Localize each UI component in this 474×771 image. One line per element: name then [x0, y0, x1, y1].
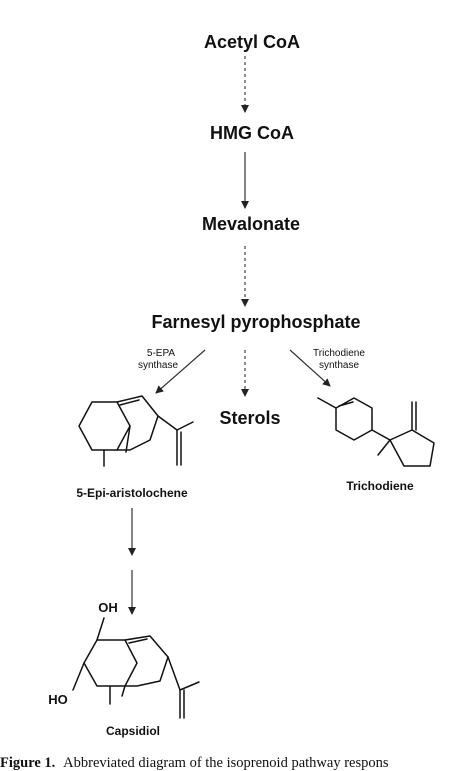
trichodiene-structure	[317, 397, 435, 467]
arrow-farnesyl-to-trichodiene	[289, 349, 331, 387]
farnesyl-pp-label: Farnesyl pyrophosphate	[151, 312, 360, 332]
capsidiol-structure	[72, 617, 200, 719]
ho-atom-label: HO	[48, 692, 68, 707]
epi-aristolochene-structure	[78, 395, 194, 467]
trichodiene-synthase-label-line2: synthase	[319, 360, 359, 371]
oh-atom-label: OH	[98, 600, 118, 615]
figure-caption: Figure 1. Abbreviated diagram of the iso…	[0, 755, 389, 771]
acetyl-coa-label: Acetyl CoA	[204, 32, 300, 52]
trichodiene-label: Trichodiene	[346, 479, 414, 493]
capsidiol-label: Capsidiol	[106, 724, 160, 738]
sterols-label: Sterols	[219, 408, 280, 428]
hmg-coa-label: HMG CoA	[210, 123, 294, 143]
epa-synthase-label-line1: 5-EPA	[147, 348, 175, 359]
epi-aristolochene-label: 5-Epi-aristolochene	[76, 486, 188, 500]
arrow-farnesyl-to-epa	[155, 349, 206, 394]
caption-label: Figure 1.	[0, 755, 55, 771]
epa-synthase-label-line2: synthase	[138, 360, 178, 371]
trichodiene-synthase-label-line1: Trichodiene	[313, 348, 365, 359]
mevalonate-label: Mevalonate	[202, 214, 300, 234]
caption-text: Abbreviated diagram of the isoprenoid pa…	[63, 755, 389, 771]
